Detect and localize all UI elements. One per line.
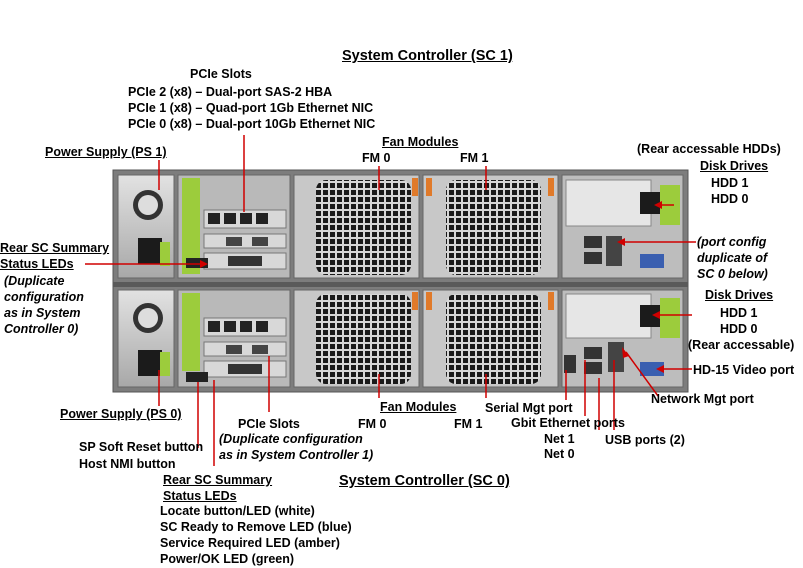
net0-label: Net 0 bbox=[544, 447, 575, 461]
ps0-label: Power Supply (PS 0) bbox=[60, 407, 182, 421]
sc0-rear-sc-title-2: Status LEDs bbox=[163, 489, 237, 503]
sc1-duplicate-note-2: configuration bbox=[4, 290, 84, 304]
led-service-required: Service Required LED (amber) bbox=[160, 536, 340, 550]
sc0-io-module bbox=[561, 289, 684, 388]
usb-ports-label: USB ports (2) bbox=[605, 433, 685, 447]
sc1-fan-title: Fan Modules bbox=[382, 135, 459, 149]
sc0-disk-title: Disk Drives bbox=[705, 288, 774, 302]
led-locate: Locate button/LED (white) bbox=[160, 504, 315, 518]
sp-reset-label: SP Soft Reset button bbox=[79, 440, 204, 454]
sc1-duplicate-note-3: as in System bbox=[4, 306, 81, 320]
sc1-pcie-line-2: PCIe 2 (x8) – Dual-port SAS-2 HBA bbox=[128, 85, 333, 99]
pcie-cage-sc1 bbox=[177, 174, 291, 279]
fan-module-sc1-fm1[interactable] bbox=[422, 174, 559, 279]
sc1-fm1-label: FM 1 bbox=[460, 151, 489, 165]
sc0-fm0-label: FM 0 bbox=[358, 417, 387, 431]
power-supply-ps0[interactable] bbox=[117, 289, 175, 388]
sc1-port-config-line1: (port config bbox=[697, 235, 767, 249]
fan-module-sc1-fm0[interactable] bbox=[293, 174, 420, 279]
sc1-pcie-line-0: PCIe 0 (x8) – Dual-port 10Gb Ethernet NI… bbox=[128, 117, 376, 131]
sc1-duplicate-note-1: (Duplicate bbox=[4, 274, 65, 288]
fan-module-sc0-fm0[interactable] bbox=[293, 289, 420, 388]
sc0-hdd0-label: HDD 0 bbox=[720, 322, 758, 336]
sc1-fm0-label: FM 0 bbox=[362, 151, 391, 165]
sc1-rear-hdd-note: (Rear accessable HDDs) bbox=[637, 142, 781, 156]
led-power-ok: Power/OK LED (green) bbox=[160, 552, 295, 566]
sc0-pcie-note-1: (Duplicate configuration bbox=[219, 432, 363, 446]
sc0-pcie-title: PCIe Slots bbox=[238, 417, 300, 431]
power-supply-ps1[interactable] bbox=[117, 174, 175, 279]
sc0-pcie-note-2: as in System Controller 1) bbox=[219, 448, 374, 462]
sc0-title: System Controller (SC 0) bbox=[339, 473, 510, 489]
led-sc-ready: SC Ready to Remove LED (blue) bbox=[160, 520, 352, 534]
sc0-rear-accessable: (Rear accessable) bbox=[688, 338, 795, 352]
sc1-duplicate-note-4: Controller 0) bbox=[4, 322, 79, 336]
sc1-disk-title: Disk Drives bbox=[700, 159, 769, 173]
chassis-divider bbox=[113, 282, 688, 287]
sc0-fan-title: Fan Modules bbox=[380, 400, 457, 414]
sc1-title: System Controller (SC 1) bbox=[342, 48, 513, 64]
serial-mgt-label: Serial Mgt port bbox=[485, 401, 573, 415]
sc1-port-config-line2: duplicate of bbox=[697, 251, 768, 265]
fan-module-sc0-fm1[interactable] bbox=[422, 289, 559, 388]
sc1-io-module bbox=[561, 174, 684, 279]
sc1-rear-sc-title-1: Rear SC Summary bbox=[0, 241, 110, 255]
sc0-fm1-label: FM 1 bbox=[454, 417, 483, 431]
gbit-ethernet-label: Gbit Ethernet ports bbox=[511, 416, 625, 430]
sc0-rear-sc-title-1: Rear SC Summary bbox=[163, 473, 273, 487]
callout-arrowheads bbox=[200, 201, 664, 373]
sc1-hdd0-label: HDD 0 bbox=[711, 192, 749, 206]
sc1-pcie-line-1: PCIe 1 (x8) – Quad-port 1Gb Ethernet NIC bbox=[128, 101, 374, 115]
net-mgt-label: Network Mgt port bbox=[651, 392, 754, 406]
sc0-hdd1-label: HDD 1 bbox=[720, 306, 758, 320]
callout-lines bbox=[85, 135, 696, 466]
sc1-hdd1-label: HDD 1 bbox=[711, 176, 749, 190]
sc1-pcie-title: PCIe Slots bbox=[190, 67, 252, 81]
nmi-label: Host NMI button bbox=[79, 457, 176, 471]
sc1-rear-sc-title-2: Status LEDs bbox=[0, 257, 74, 271]
video-port-label: HD-15 Video port bbox=[693, 363, 795, 377]
sc1-port-config-line3: SC 0 below) bbox=[697, 267, 768, 281]
net1-label: Net 1 bbox=[544, 432, 575, 446]
ps1-label: Power Supply (PS 1) bbox=[45, 145, 167, 159]
pcie-cage-sc0 bbox=[177, 289, 291, 388]
